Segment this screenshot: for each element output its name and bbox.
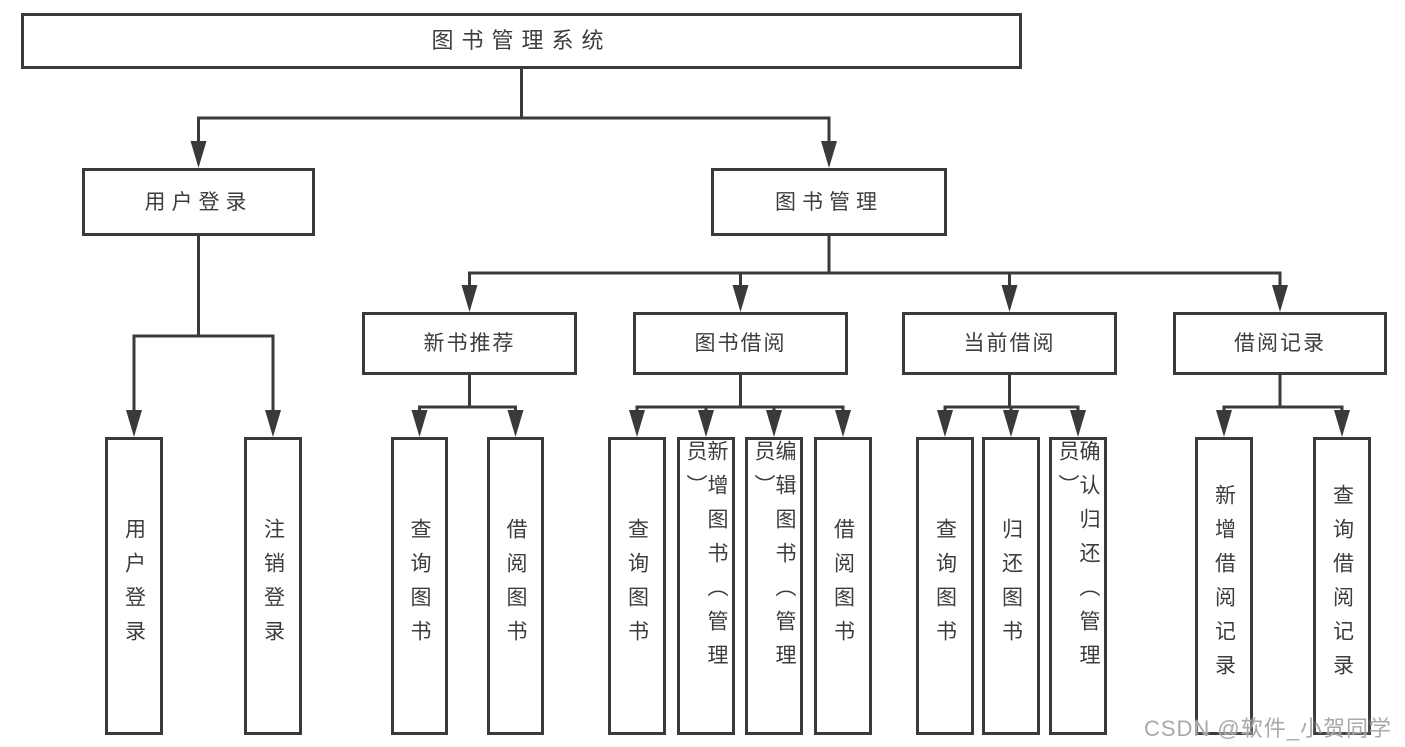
arrowhead-icon — [821, 141, 837, 168]
diagram-node-leaf-bw-query: 查询图书 — [608, 437, 666, 735]
arrowhead-icon — [1272, 285, 1288, 312]
arrowhead-icon — [265, 410, 281, 437]
node-label: 查询图书 — [408, 518, 431, 654]
diagram-node-leaf-bw-add: 新增图书（管理员） — [677, 437, 735, 735]
node-label: 借阅图书 — [504, 518, 527, 654]
diagram-node-root: 图书管理系统 — [21, 13, 1022, 69]
arrowhead-icon — [937, 410, 953, 437]
diagram-node-leaf-cur-return: 归还图书 — [982, 437, 1040, 735]
node-label: 查询图书 — [933, 518, 957, 654]
node-label: 编辑图书（管理员） — [752, 440, 796, 678]
arrowhead-icon — [698, 410, 714, 437]
diagram-node-leaf-nb-query: 查询图书 — [391, 437, 448, 735]
diagram-node-leaf-cur-query: 查询图书 — [916, 437, 974, 735]
node-label: 归还图书 — [999, 518, 1023, 654]
diagram-node-newbook: 新书推荐 — [362, 312, 577, 375]
diagram-node-leaf-rec-query: 查询借阅记录 — [1313, 437, 1371, 735]
arrowhead-icon — [1001, 285, 1018, 312]
csdn-watermark: CSDN @软件_小贺同学 — [1143, 716, 1392, 741]
diagram-node-mgmt: 图书管理 — [711, 168, 947, 236]
diagram-node-leaf-logout: 注销登录 — [244, 437, 302, 735]
diagram-node-login: 用户登录 — [82, 168, 315, 236]
node-label: 借阅图书 — [831, 518, 855, 654]
arrowhead-icon — [835, 410, 851, 437]
arrowhead-icon — [732, 285, 749, 312]
diagram-node-current: 当前借阅 — [902, 312, 1117, 375]
node-label: 图书借阅 — [694, 332, 787, 355]
arrowhead-icon — [190, 141, 207, 168]
diagram-node-leaf-nb-borrow: 借阅图书 — [487, 437, 544, 735]
node-label: 查询借阅记录 — [1330, 484, 1354, 688]
node-label: 用户登录 — [144, 190, 253, 214]
node-label: 当前借阅 — [963, 332, 1056, 355]
node-label: 新增图书（管理员） — [684, 440, 728, 678]
arrowhead-icon — [507, 410, 524, 437]
node-label: 图书管理系统 — [431, 28, 612, 53]
diagram-node-leaf-rec-add: 新增借阅记录 — [1195, 437, 1253, 735]
node-label: 新书推荐 — [423, 332, 516, 355]
node-label: 查询图书 — [625, 518, 649, 654]
node-label: 新增借阅记录 — [1212, 484, 1236, 688]
node-label: 用户登录 — [122, 518, 146, 654]
node-label: 注销登录 — [261, 518, 285, 654]
arrowhead-icon — [1216, 410, 1232, 437]
node-label: 借阅记录 — [1234, 332, 1326, 355]
diagram-node-leaf-bw-borrow: 借阅图书 — [814, 437, 872, 735]
arrowhead-icon — [461, 285, 478, 312]
arrowhead-icon — [126, 410, 142, 437]
diagram-node-borrow: 图书借阅 — [633, 312, 848, 375]
node-label: 图书管理 — [775, 190, 883, 214]
diagram-node-leaf-cur-confirm: 确认归还（管理员） — [1049, 437, 1107, 735]
arrowhead-icon — [1070, 410, 1086, 437]
diagram-node-leaf-bw-edit: 编辑图书（管理员） — [745, 437, 803, 735]
arrowhead-icon — [629, 410, 645, 437]
node-label: 确认归还（管理员） — [1056, 440, 1100, 678]
arrowhead-icon — [411, 410, 428, 437]
diagram-node-leaf-login: 用户登录 — [105, 437, 163, 735]
arrowhead-icon — [1334, 410, 1350, 437]
arrowhead-icon — [1003, 410, 1019, 437]
diagram-node-records: 借阅记录 — [1173, 312, 1387, 375]
arrowhead-icon — [766, 410, 782, 437]
